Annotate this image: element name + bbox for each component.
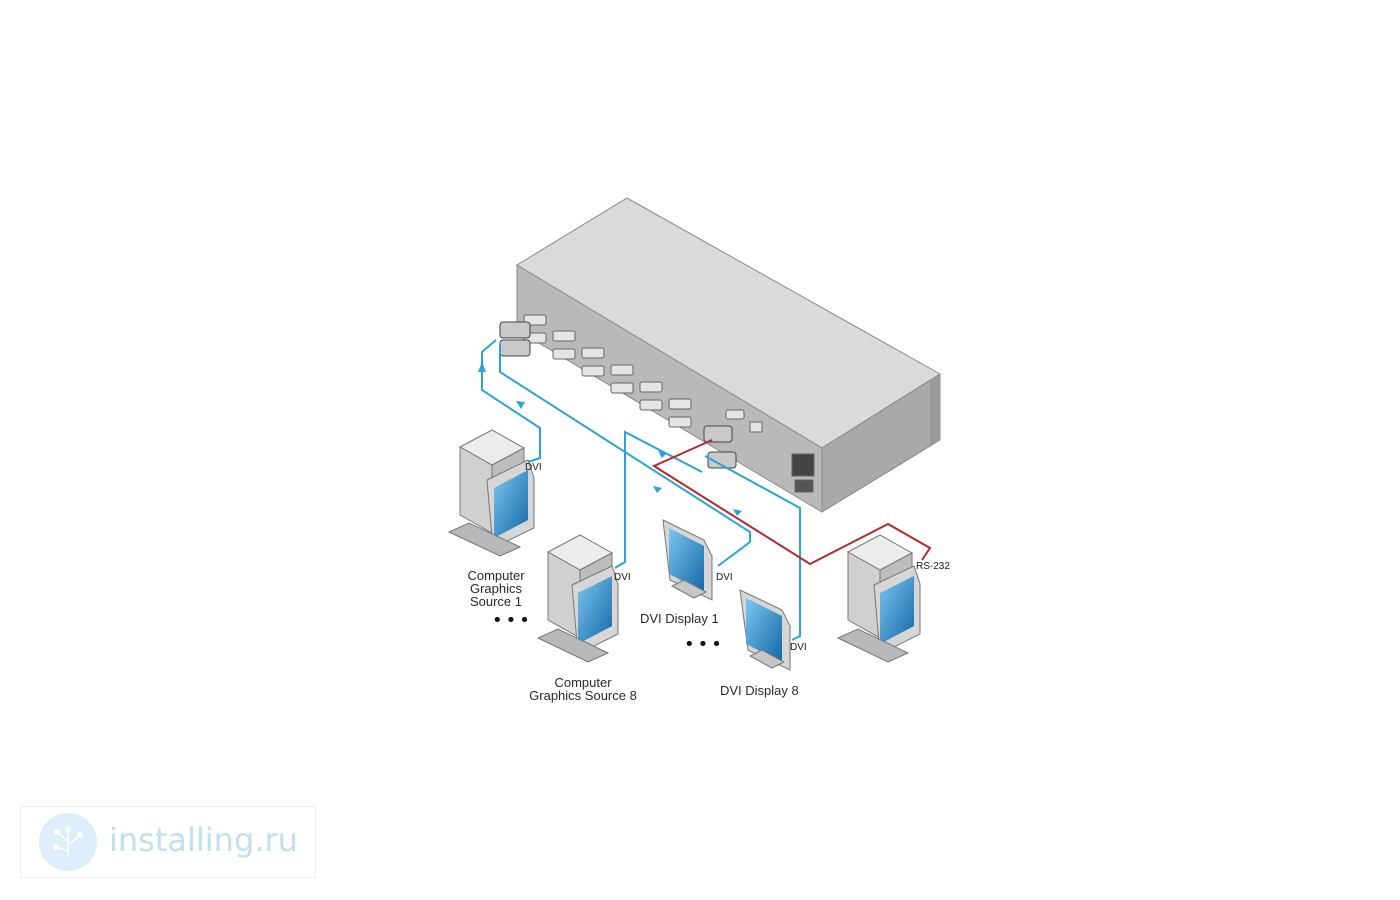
cable-source1 [481,339,541,463]
cable-display1 [499,345,751,567]
dvi-tag-display-1: DVI [716,572,733,583]
circuit-tree-logo-icon [39,813,97,871]
display-8-label: DVI Display 8 [720,683,799,698]
matrix-switcher [499,197,941,513]
dvi-tag-display-8: DVI [790,642,807,653]
dvi-display-1 [662,519,713,601]
cable-display8 [704,455,801,641]
computer-source-1 [447,429,535,557]
ellipsis-displays: ••• [684,634,725,655]
dvi-tag-source-1: DVI [525,462,542,473]
cable-rs232 [651,439,932,566]
source-8-label: Computer Graphics Source 8 [529,675,637,703]
dvi-tag-source-8: DVI [614,572,631,583]
watermark[interactable]: installing.ru [20,806,316,878]
rs232-tag: RS-232 [916,561,950,572]
ellipsis-sources: ••• [492,610,533,631]
cable-source8 [614,430,703,569]
computer-source-8 [536,534,619,663]
source-1-label: Computer Graphics Source 1 [467,568,525,609]
watermark-text: installing.ru [109,821,298,859]
dvi-display-8 [739,589,791,671]
display-1-label: DVI Display 1 [640,611,719,626]
control-computer [836,534,921,663]
